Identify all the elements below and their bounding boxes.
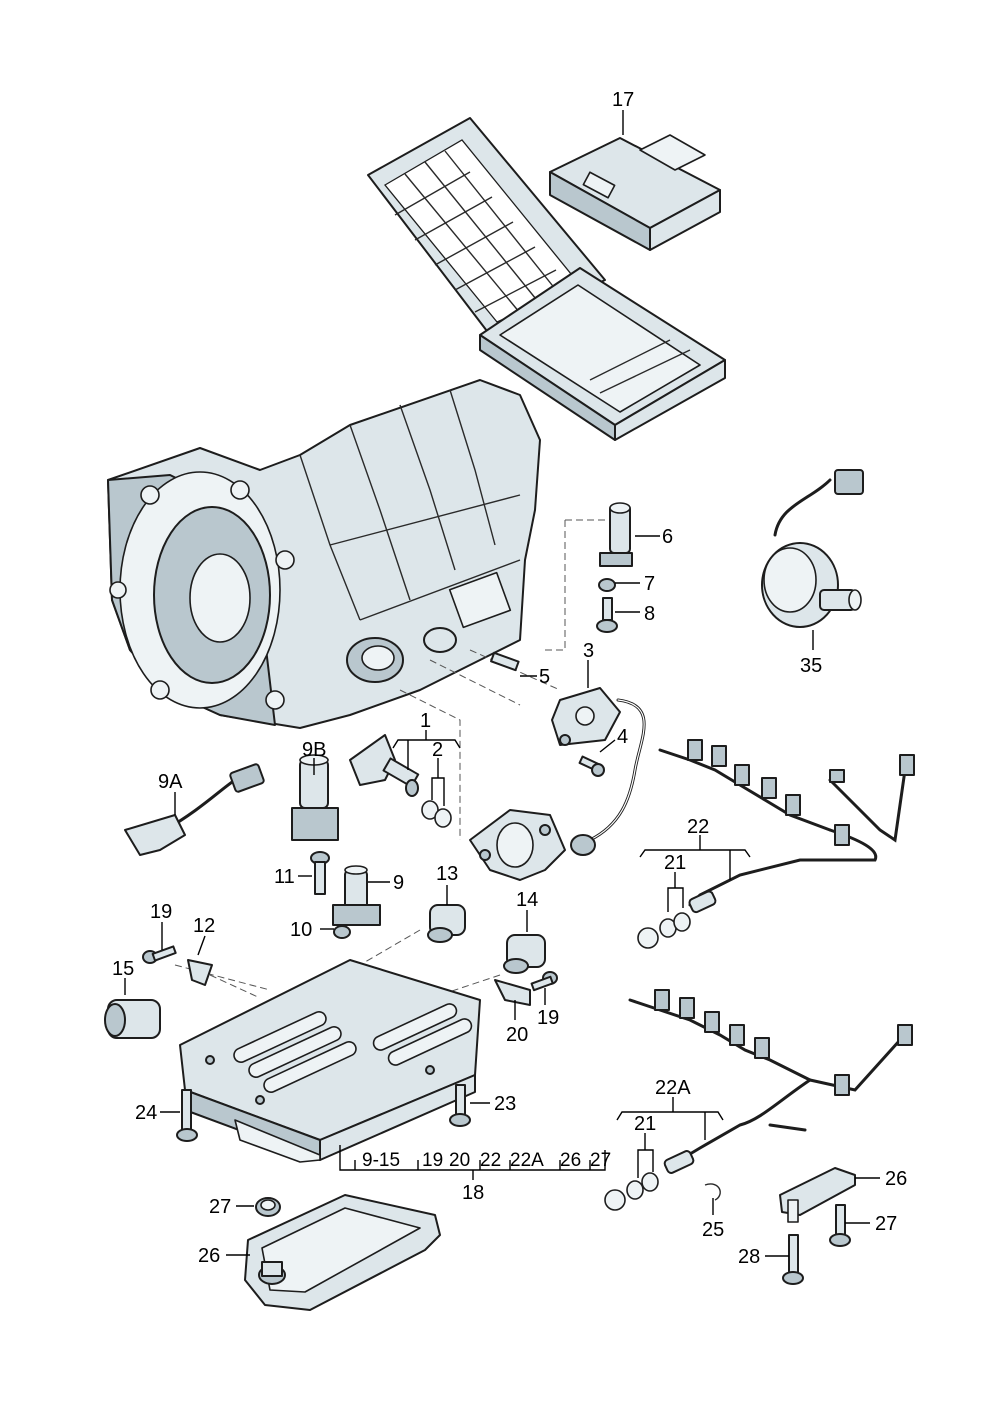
label-9a: 9A [158, 771, 183, 793]
label-12: 12 [193, 915, 215, 937]
bolt-4 [578, 755, 605, 777]
transmission-casing [107, 379, 541, 729]
label-21-upper: 21 [664, 852, 686, 874]
solenoid-13 [427, 904, 466, 943]
label-7: 7 [644, 573, 655, 595]
flange-plate [469, 809, 566, 881]
assembly-18-item: 19 [422, 1150, 443, 1171]
solenoid-9 [332, 865, 381, 926]
o-rings-21-lower [604, 1172, 659, 1211]
label-5: 5 [539, 666, 550, 688]
label-2: 2 [432, 739, 443, 761]
label-22a: 22A [655, 1077, 691, 1099]
bracket-20 [494, 979, 531, 1006]
label-13: 13 [436, 863, 458, 885]
washer-7 [598, 578, 616, 592]
o-rings-2 [421, 800, 452, 828]
label-9: 9 [393, 872, 404, 894]
label-19-right: 19 [537, 1007, 559, 1029]
bolt-19-right [530, 971, 558, 992]
assembly-18-item: 22A [510, 1150, 544, 1171]
label-1: 1 [420, 710, 431, 732]
filter-26-left [244, 1194, 441, 1311]
label-21-lower: 21 [634, 1113, 656, 1135]
bolt-8 [596, 597, 618, 633]
label-27-left: 27 [209, 1196, 231, 1218]
control-module [549, 134, 721, 251]
label-6: 6 [662, 526, 673, 548]
label-3: 3 [583, 640, 594, 662]
bolt-28 [782, 1234, 804, 1285]
label-19-left: 19 [150, 901, 172, 923]
sensor-1 [349, 734, 420, 797]
bracket-26-right [779, 1167, 856, 1223]
solenoid-9b [291, 754, 339, 841]
wiring-harness-22a [628, 989, 913, 1174]
assembly-18-item: 26 [560, 1150, 581, 1171]
sensor-9a [124, 763, 265, 856]
seal-27-left [255, 1197, 281, 1217]
assembly-18-item: 9-15 [362, 1150, 400, 1171]
clip-25 [704, 1183, 721, 1201]
label-26-right: 26 [885, 1168, 907, 1190]
o-rings-21-upper [637, 912, 691, 949]
valve-spools [233, 1003, 473, 1093]
assembly-18-callout: 9-15 19 20 22 22A 26 27 18 [362, 1150, 611, 1204]
solenoid-15 [104, 999, 161, 1039]
pin-5 [490, 651, 520, 672]
assembly-18-item: 22 [480, 1150, 501, 1171]
assembly-18-item: 20 [449, 1150, 470, 1171]
label-23: 23 [494, 1093, 516, 1115]
label-4: 4 [617, 726, 628, 748]
label-27-right: 27 [875, 1213, 897, 1235]
part-labels: 17 6 7 8 5 3 4 35 1 2 9A 9B 9 11 10 13 1… [112, 89, 907, 1268]
bolt-23 [449, 1084, 471, 1127]
label-28: 28 [738, 1246, 760, 1268]
sensor-bracket-6 [599, 502, 633, 567]
label-18: 18 [462, 1182, 484, 1204]
wiring-harness-22 [658, 739, 915, 914]
label-25: 25 [702, 1219, 724, 1241]
label-8: 8 [644, 603, 655, 625]
label-9b: 9B [302, 739, 326, 761]
sensor-35 [761, 469, 864, 628]
solenoid-14 [503, 934, 546, 974]
label-17: 17 [612, 89, 634, 111]
bolt-19-left [142, 945, 177, 964]
clip-12 [187, 959, 213, 986]
valve-body [179, 959, 481, 1163]
label-11: 11 [274, 866, 295, 888]
washer-10 [333, 925, 351, 939]
bolt-11 [310, 851, 330, 895]
label-24: 24 [135, 1102, 157, 1124]
label-15: 15 [112, 958, 134, 980]
bolt-24 [176, 1089, 198, 1142]
assembly-18-item: 27 [590, 1150, 611, 1171]
leader-lines [124, 110, 880, 1257]
label-35: 35 [800, 655, 822, 677]
label-20: 20 [506, 1024, 528, 1046]
bolt-27-right [829, 1204, 851, 1247]
label-10: 10 [290, 919, 312, 941]
control-unit-housing [367, 117, 726, 441]
label-14: 14 [516, 889, 538, 911]
range-selector-3 [551, 687, 646, 856]
label-26-left: 26 [198, 1245, 220, 1267]
label-22: 22 [687, 816, 709, 838]
